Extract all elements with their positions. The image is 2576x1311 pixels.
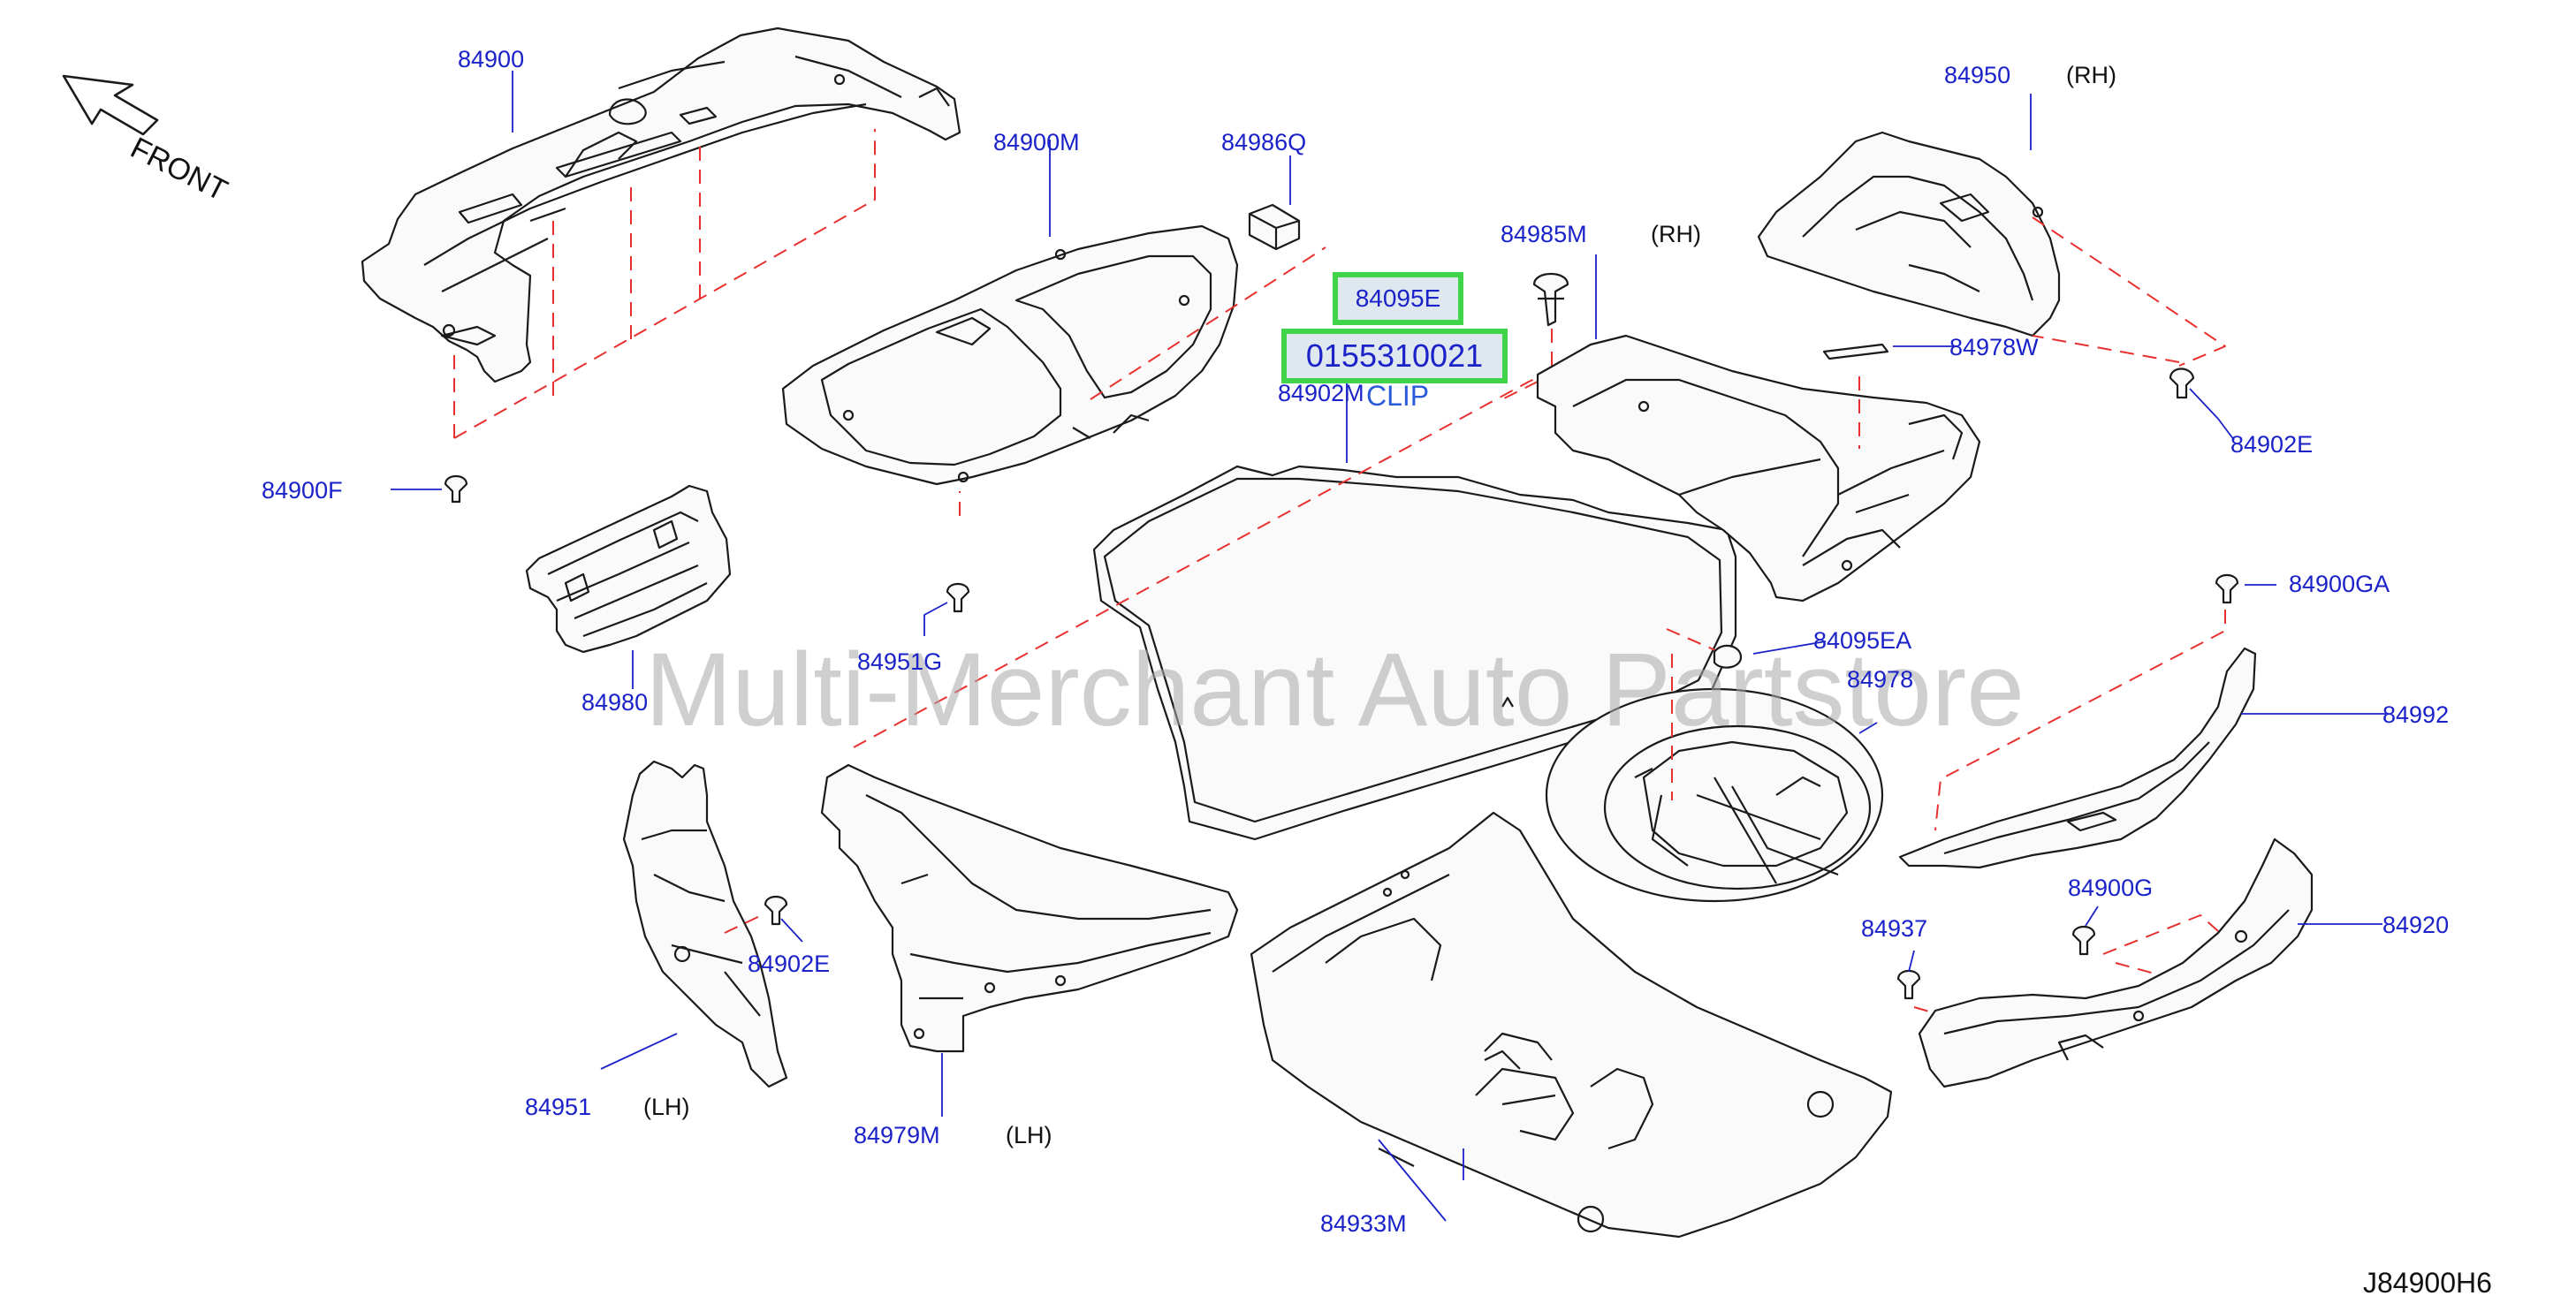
part-84900M-shape xyxy=(781,224,1239,486)
part-84979M-shape xyxy=(820,763,1239,1053)
leader-84900-dashes xyxy=(453,129,876,439)
part-84951G-shape xyxy=(946,582,970,613)
part-84902E-r-shape xyxy=(2169,368,2195,399)
part-84978-shape xyxy=(1545,687,1884,903)
side-lh-left: (LH) xyxy=(643,1094,690,1120)
label-84920[interactable]: 84920 xyxy=(2382,912,2450,938)
leader-84992-dashes xyxy=(1934,610,2226,831)
part-84920-shape xyxy=(1918,837,2314,1088)
label-84992[interactable]: 84992 xyxy=(2382,701,2450,728)
leader-84978-dashes xyxy=(1666,628,1724,800)
part-84937-shape xyxy=(1896,969,1921,1000)
part-84933M-shape xyxy=(1250,811,1893,1239)
part-84986Q-shape xyxy=(1248,203,1301,251)
part-84980-shape xyxy=(525,484,732,654)
part-84951-shape xyxy=(622,760,788,1088)
label-84951G[interactable]: 84951G xyxy=(857,648,943,675)
label-84950[interactable]: 84950 xyxy=(1944,62,2011,88)
leader-lines xyxy=(391,71,2386,1222)
label-84986Q[interactable]: 84986Q xyxy=(1221,129,1307,155)
label-84980[interactable]: 84980 xyxy=(581,689,649,716)
side-rh-mid: (RH) xyxy=(1651,221,1701,247)
part-84900-shape xyxy=(361,27,961,383)
label-84978[interactable]: 84978 xyxy=(1847,666,1914,693)
label-84900M[interactable]: 84900M xyxy=(993,129,1080,155)
label-84095EA[interactable]: 84095EA xyxy=(1813,627,1912,654)
part-84900G-shape xyxy=(2071,925,2096,956)
label-84951[interactable]: 84951 xyxy=(525,1094,592,1120)
part-84978W-shape xyxy=(1822,343,1889,360)
diagram-code: J84900H6 xyxy=(2363,1267,2492,1299)
part-84095E-shape xyxy=(1532,273,1569,327)
clip-label: CLIP xyxy=(1366,380,1430,412)
part-84902E-l-shape xyxy=(764,895,788,926)
part-84985M-shape xyxy=(1536,334,1981,602)
front-arrow-icon xyxy=(62,74,159,136)
label-84902E-lh[interactable]: 84902E xyxy=(748,951,831,977)
label-84900GA[interactable]: 84900GA xyxy=(2289,571,2390,597)
label-84902M[interactable]: 84902M xyxy=(1278,380,1364,406)
side-lh-mid: (LH) xyxy=(1006,1122,1052,1148)
label-84979M[interactable]: 84979M xyxy=(854,1122,940,1148)
part-84900F-shape xyxy=(444,474,468,504)
label-84900F[interactable]: 84900F xyxy=(262,477,343,504)
side-rh-top: (RH) xyxy=(2066,62,2116,88)
leader-84951-dashes xyxy=(724,913,766,934)
highlight-part-84095E[interactable]: 84095E xyxy=(1333,272,1463,325)
part-84095EA-shape xyxy=(1713,644,1743,669)
leader-84900M-dashes xyxy=(959,246,1326,516)
part-84900GA-shape xyxy=(2215,573,2239,604)
part-84992-shape xyxy=(1898,647,2257,869)
label-84900G[interactable]: 84900G xyxy=(2068,875,2154,901)
watermark: Multi-Merchant Auto Partstore xyxy=(645,632,2025,748)
label-84978W[interactable]: 84978W xyxy=(1949,334,2039,360)
part-84902M-shape xyxy=(1092,465,1737,841)
label-84933M[interactable]: 84933M xyxy=(1320,1210,1407,1237)
part-84950-shape xyxy=(1757,131,2061,337)
label-84985M[interactable]: 84985M xyxy=(1501,221,1587,247)
leader-84950-dashes xyxy=(2032,216,2226,367)
label-84902E-rh[interactable]: 84902E xyxy=(2230,431,2314,458)
highlight-part-number[interactable]: 0155310021 xyxy=(1281,329,1508,383)
label-84937[interactable]: 84937 xyxy=(1861,915,1928,942)
label-84900[interactable]: 84900 xyxy=(458,46,525,72)
